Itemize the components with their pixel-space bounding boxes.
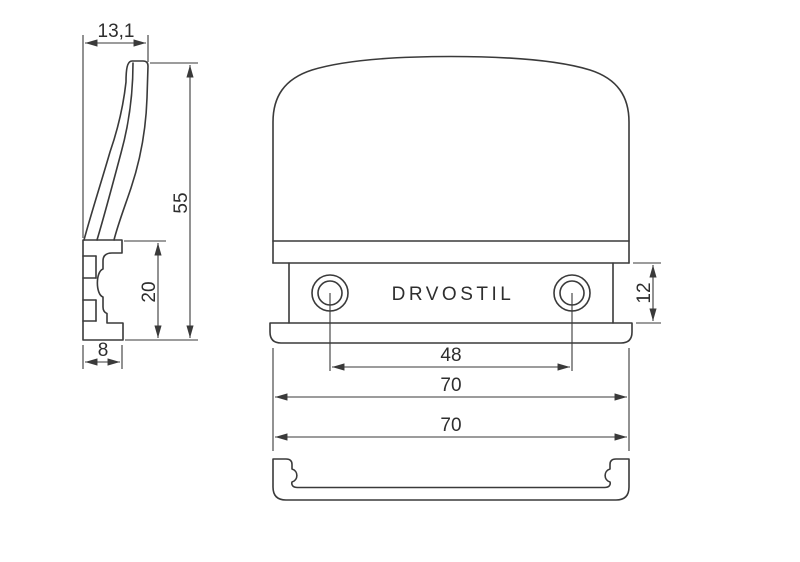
dim-side-base-width: 8 — [82, 340, 123, 369]
mount-plate-outline — [288, 262, 614, 324]
brand-label: DRVOSTIL — [392, 284, 515, 305]
dim-side-width: 13,1 — [82, 21, 149, 238]
dimension-label: 70 — [440, 375, 461, 396]
dimension-label: 48 — [440, 345, 461, 366]
channel-outline — [272, 458, 630, 501]
side-base-outline — [82, 239, 124, 341]
dim-hole-spacing: 48 — [329, 293, 573, 371]
front-view: DRVOSTIL 12 48 70 — [269, 55, 661, 451]
base-bar-outline — [269, 322, 633, 344]
dim-side-height: 55 — [125, 62, 198, 341]
handle-curve-outline — [83, 60, 149, 241]
dim-front-width: 70 — [272, 348, 630, 451]
handle-curve-inner-line — [96, 62, 134, 241]
dim-channel-width: 70 — [275, 415, 627, 441]
dimension-label: 8 — [98, 340, 109, 361]
dim-plate-height: 12 — [633, 262, 661, 324]
dimension-label: 70 — [440, 415, 461, 436]
side-base-ribs — [82, 255, 97, 322]
dimension-label: 13,1 — [98, 21, 135, 42]
dimension-label: 55 — [171, 192, 192, 213]
channel-view: 70 — [272, 415, 630, 501]
side-view: 13,1 55 20 8 — [82, 21, 198, 369]
dim-side-lower-height: 20 — [124, 240, 166, 338]
cap-outline — [272, 55, 630, 264]
dimension-label: 12 — [634, 282, 655, 303]
dimension-label: 20 — [139, 281, 160, 302]
